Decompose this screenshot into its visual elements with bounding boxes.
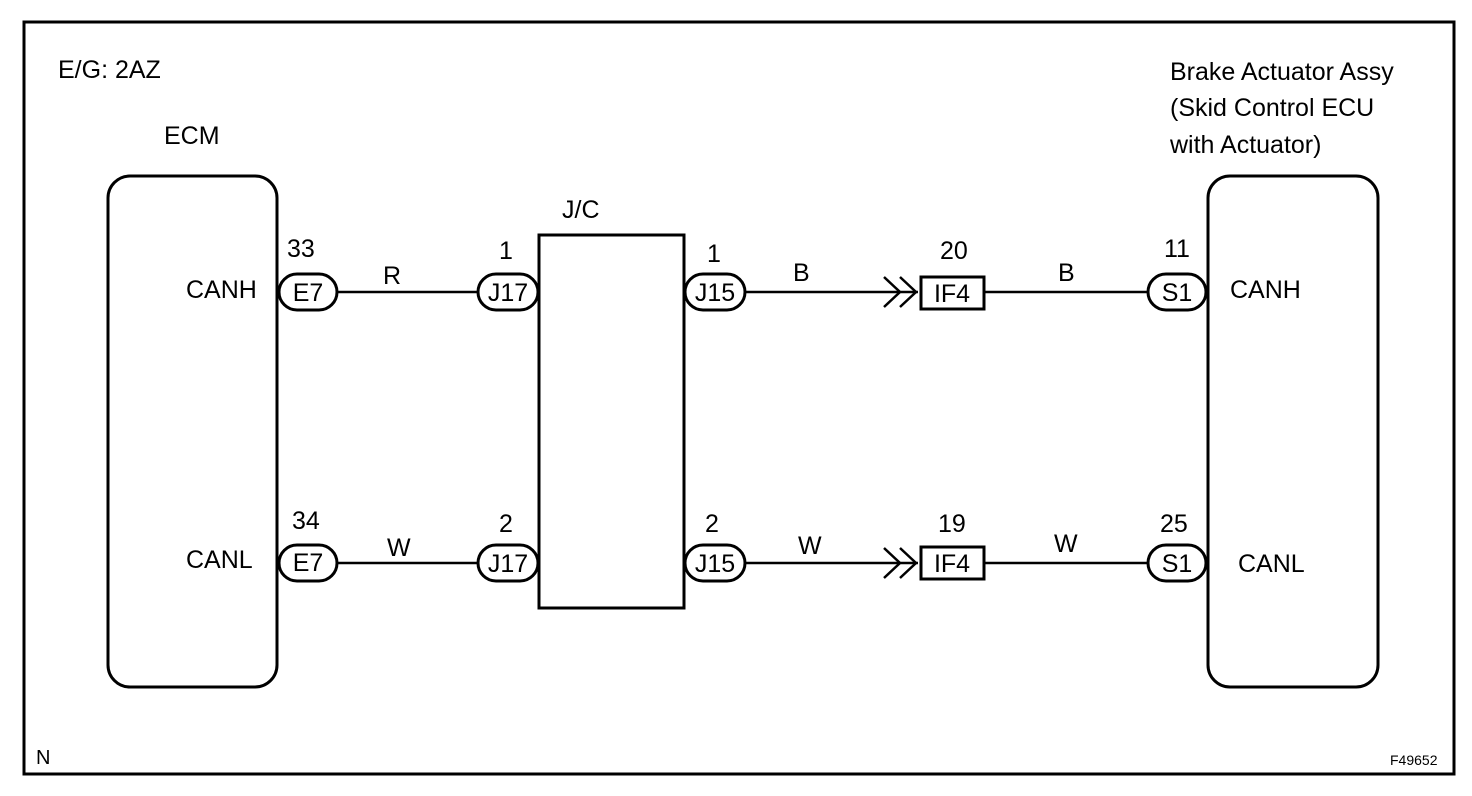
connector-e7-top-pin: 33 <box>287 235 315 263</box>
wire-color-bot-if4: W <box>1054 530 1078 558</box>
connector-if4-top-id: IF4 <box>934 280 970 308</box>
junction-box <box>537 233 686 610</box>
connector-j15-bot-pin: 2 <box>705 510 719 538</box>
figure-code: F49652 <box>1390 752 1438 768</box>
wire-color-top-if4: B <box>1058 259 1075 287</box>
junction-title: J/C <box>562 196 600 224</box>
connector-j17-top-id: J17 <box>488 279 528 307</box>
brake-actuator-title-3: with Actuator) <box>1169 131 1321 159</box>
chevron-top-2-icon <box>899 276 918 308</box>
ecm-box <box>106 174 279 689</box>
connector-j17-bot-pin: 2 <box>499 510 513 538</box>
connector-s1-bot <box>1146 543 1208 583</box>
ecm-title: ECM <box>164 122 220 150</box>
connector-j17-top-pin: 1 <box>499 237 513 265</box>
connector-j15-bot <box>683 543 747 583</box>
corner-label: N <box>36 747 50 769</box>
chevron-top-1-icon <box>883 276 902 308</box>
connector-j15-bot-id: J15 <box>695 550 735 578</box>
wire-color-bot-jc: W <box>798 532 822 560</box>
brake-pin-canh: CANH <box>1230 276 1301 304</box>
connector-if4-top <box>919 275 986 311</box>
connector-j15-top-pin: 1 <box>707 240 721 268</box>
wire-color-top-ecm: R <box>383 262 401 290</box>
brake-actuator-title-1: Brake Actuator Assy <box>1170 58 1394 86</box>
brake-actuator-title-2: (Skid Control ECU <box>1170 94 1374 122</box>
connector-j15-top-id: J15 <box>695 279 735 307</box>
connector-if4-top-pin: 20 <box>940 237 968 265</box>
connector-e7-bot-id: E7 <box>293 549 324 577</box>
wire-color-bot-ecm: W <box>387 534 411 562</box>
connector-if4-bot-pin: 19 <box>938 510 966 538</box>
connector-e7-top <box>277 272 339 312</box>
connector-e7-bot-pin: 34 <box>292 507 320 535</box>
connector-s1-top-id: S1 <box>1162 279 1193 307</box>
brake-actuator-box <box>1206 174 1380 689</box>
ecm-pin-canh: CANH <box>186 276 257 304</box>
connector-j17-top <box>476 272 540 312</box>
connector-s1-bot-pin: 25 <box>1160 510 1188 538</box>
connector-j15-top <box>683 272 747 312</box>
connector-s1-top <box>1146 272 1208 312</box>
connector-s1-bot-id: S1 <box>1162 550 1193 578</box>
connector-e7-bot <box>277 543 339 583</box>
ecm-pin-canl: CANL <box>186 546 253 574</box>
chevron-bot-1-icon <box>883 547 902 579</box>
connector-s1-top-pin: 11 <box>1164 235 1190 263</box>
brake-pin-canl: CANL <box>1238 550 1305 578</box>
connector-if4-bot <box>919 545 986 581</box>
engine-label: E/G: 2AZ <box>58 56 161 84</box>
diagram-frame <box>22 20 1456 776</box>
connector-j17-bot-id: J17 <box>488 550 528 578</box>
connector-if4-bot-id: IF4 <box>934 550 970 578</box>
connector-j17-bot <box>476 543 540 583</box>
connector-e7-top-id: E7 <box>293 279 324 307</box>
wire-color-top-jc: B <box>793 259 810 287</box>
chevron-bot-2-icon <box>899 547 918 579</box>
